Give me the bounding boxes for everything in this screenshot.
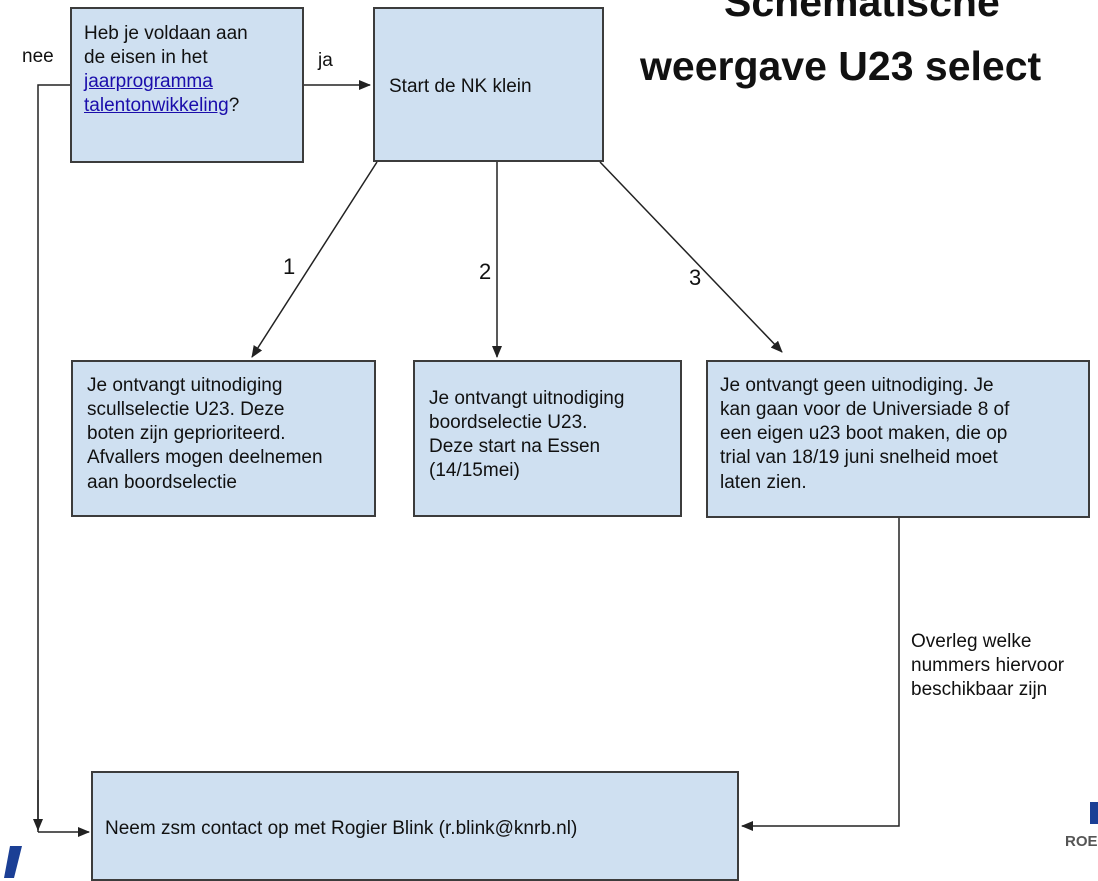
option-2-line: (14/15mei) <box>429 460 520 482</box>
arrow-option3-to-contact <box>741 517 900 831</box>
route-number-2: 2 <box>479 259 492 284</box>
start-label: Start de NK klein <box>389 76 532 97</box>
option-2-line: boordselectie U23. <box>429 412 588 434</box>
option-3-line: een eigen u23 boot maken, die op <box>720 423 1008 445</box>
overleg-line: Overleg welke <box>911 631 1032 652</box>
question-line2: de eisen in het <box>84 47 208 69</box>
option-1-line: Je ontvangt uitnodiging <box>87 375 283 396</box>
diagram-title-line2: weergave U23 select <box>640 43 1042 89</box>
option-2-line: Je ontvangt uitnodiging <box>429 388 625 409</box>
overleg-line: beschikbaar zijn <box>911 679 1048 701</box>
route-number-3: 3 <box>689 265 702 290</box>
option-3-line: laten zien. <box>720 471 807 493</box>
link-talentonwikkeling[interactable]: talentonwikkeling <box>84 95 229 117</box>
start-box: Start de NK klein <box>373 7 604 162</box>
overleg-note: Overleg welke nummers hiervoor beschikba… <box>911 630 1064 702</box>
option-1-line: scullselectie U23. Deze <box>87 399 285 421</box>
option-3-line: kan gaan voor de Universiade 8 of <box>720 399 1010 421</box>
arrow-route-3 <box>599 161 783 353</box>
link-jaarprogramma[interactable]: jaarprogramma <box>84 71 213 93</box>
label-ja: ja <box>318 50 333 71</box>
logo-swoosh-icon <box>4 846 22 878</box>
question-line1: Heb je voldaan aan <box>84 23 248 44</box>
option-3-box: Je ontvangt geen uitnodiging. Je kan gaa… <box>706 360 1090 518</box>
logo-mark-fragment-right <box>1090 802 1098 824</box>
option-1-line: boten zijn geprioriteerd. <box>87 423 286 445</box>
logo-mark-fragment <box>0 838 30 878</box>
option-3-line: Je ontvangt geen uitnodiging. Je <box>720 375 994 396</box>
arrow-route-1 <box>251 161 378 358</box>
option-1-line: Afvallers mogen deelnemen <box>87 447 323 469</box>
contact-text: Neem zsm contact op met Rogier Blink (r.… <box>105 818 578 839</box>
option-1-box: Je ontvangt uitnodiging scullselectie U2… <box>71 360 376 517</box>
logo-text-fragment: ROE <box>1065 833 1098 850</box>
question-mark: ? <box>228 95 240 117</box>
route-number-1: 1 <box>283 254 296 279</box>
arrow-nee-line <box>37 84 70 832</box>
question-box: Heb je voldaan aan de eisen in het jaarp… <box>70 7 304 163</box>
diagram-title-line1: Schematische <box>724 0 1000 25</box>
overleg-line: nummers hiervoor <box>911 655 1065 677</box>
option-1-line: aan boordselectie <box>87 471 237 493</box>
contact-box: Neem zsm contact op met Rogier Blink (r.… <box>91 771 739 881</box>
option-3-line: trial van 18/19 juni snelheid moet <box>720 447 998 469</box>
option-2-box: Je ontvangt uitnodiging boordselectie U2… <box>413 360 682 517</box>
label-nee: nee <box>22 46 54 67</box>
option-2-line: Deze start na Essen <box>429 436 601 458</box>
